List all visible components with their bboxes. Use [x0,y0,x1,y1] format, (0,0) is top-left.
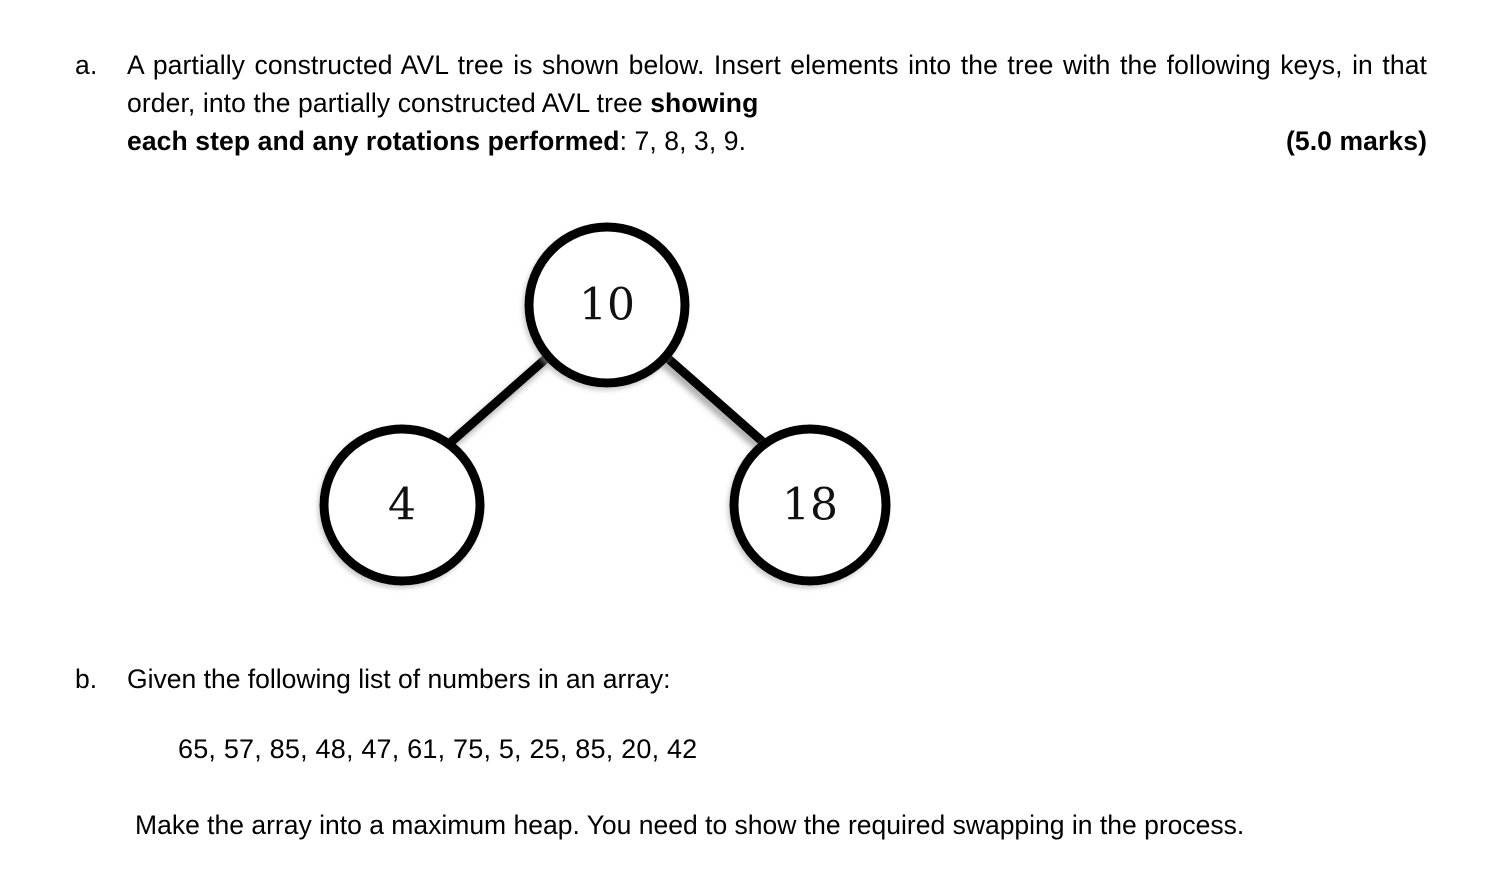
edge-root-to-left [439,351,553,454]
question-a-line3: each step and any rotations performed: 7… [127,122,746,160]
question-a-line2-plain: the following keys, in that order, into … [127,50,1427,118]
question-a-marks: (5.0 marks) [1285,126,1427,156]
question-b-closing: Make the array into a maximum heap. You … [135,810,1245,840]
question-a-marks-line: each step and any rotations performed: 7… [127,122,1427,160]
question-a-text: A partially constructed AVL tree is show… [127,46,1427,160]
tree-node-left-child: 4 [319,424,485,586]
question-a-line3-plain: : 7, 8, 3, 9. [619,126,747,156]
tree-node-root-label: 10 [579,280,635,331]
question-a-line3-bold: each step and any rotations performed [127,126,620,156]
edge-root-to-right [661,351,775,454]
tree-node-root: 10 [524,222,690,388]
question-b-marker: b. [75,664,98,694]
question-a-line1: A partially constructed AVL tree is show… [127,50,1111,80]
avl-tree-diagram: 10 4 18 [300,205,920,605]
tree-node-left-child-label: 4 [388,480,416,531]
tree-node-right-child-label: 18 [782,480,838,531]
question-b-array: 65, 57, 85, 48, 47, 61, 75, 5, 25, 85, 2… [178,734,698,764]
tree-node-right-child: 18 [729,424,891,586]
question-a-marker: a. [75,50,98,80]
question-b-intro: Given the following list of numbers in a… [127,664,671,694]
question-b: b. Given the following list of numbers i… [75,660,1435,698]
question-a: a. A partially constructed AVL tree is s… [75,46,1427,160]
question-a-line2-bold: showing [650,88,759,118]
